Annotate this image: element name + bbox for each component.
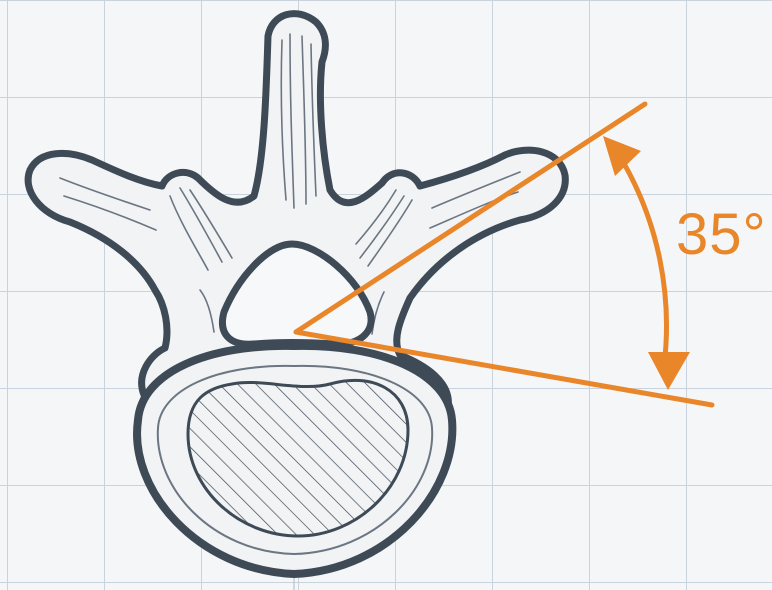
angle-arc	[622, 160, 666, 366]
arc-arrowhead-bottom	[648, 352, 690, 390]
angle-label: 35°	[676, 206, 767, 264]
arc-arrowhead-top	[603, 136, 641, 176]
